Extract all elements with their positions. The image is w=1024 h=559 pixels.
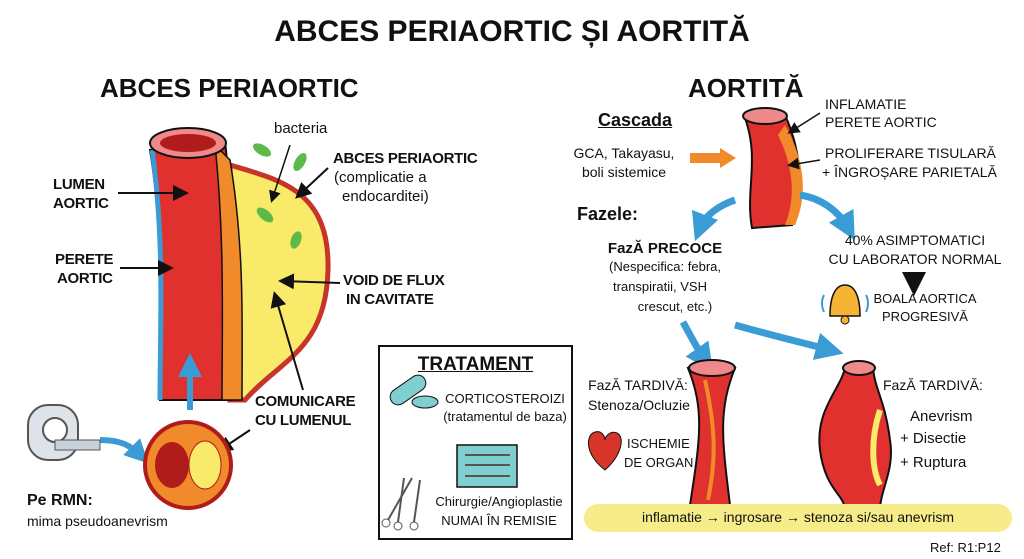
treatment-heading: TRATAMENT (417, 354, 534, 375)
heart-icon (587, 431, 622, 471)
left-heading: ABCES PERIAORTIC (100, 73, 359, 103)
bacteria-label: bacteria (274, 120, 328, 137)
inflamatie-label: INFLAMATIE (825, 96, 907, 112)
inflamatie-label-line2: PERETE AORTIC (825, 114, 937, 130)
void-label: VOID DE FLUX (343, 272, 445, 289)
faza-precoce-label: FazĂ PRECOCE (607, 240, 723, 257)
treatment-item-corticosteroids-note: (tratamentul de baza) (443, 409, 567, 424)
comunicare-label-line2: CU LUMENUL (255, 412, 352, 429)
faza-precoce-line2: (Nespecifica: febra, (609, 259, 721, 274)
summary-text: inflamatie → ingrosare → stenoza si/sau … (641, 509, 955, 525)
causes-label: GCA, Takayasu, (573, 145, 675, 161)
reference-label: Ref: R1:P12 (930, 540, 1001, 555)
faza-tardiva-stenoza-line2: Stenoza/Ocluzie (588, 397, 690, 413)
treatment-item-corticosteroids: CORTICOSTEROIZI (445, 391, 565, 406)
faza-tardiva-anevrism-line2: Anevrism (910, 408, 973, 425)
bell-icon (821, 284, 869, 325)
fazele-heading: Fazele: (577, 204, 639, 224)
page-title: ABCES PERIAORTIC ȘI AORTITĂ (274, 15, 750, 48)
summary-banner (584, 504, 1012, 532)
rmn-label: Pe RMN: (27, 492, 93, 509)
faza-tardiva-anevrism-line3: + Disectie (900, 430, 967, 447)
ischemie-label-line2: DE ORGAN (624, 455, 694, 470)
inflamed-aorta-illustration (679, 107, 926, 372)
pill-capsule-icon (389, 374, 439, 409)
cross-section-illustration (143, 420, 233, 510)
comunicare-label: COMUNICARE (255, 393, 356, 410)
perete-label-line2: AORTIC (57, 270, 113, 287)
treatment-box (378, 345, 573, 540)
aneurysm-aorta-illustration (818, 360, 892, 511)
abces-label-line3: endocarditei) (342, 188, 429, 205)
abces-label-line2: (complicatie a (334, 169, 427, 186)
faza-tardiva-stenoza-label: FazĂ TARDIVĂ: (588, 377, 688, 393)
proliferare-label: PROLIFERARE TISULARĂ (825, 145, 996, 161)
void-label-line2: IN CAVITATE (346, 291, 434, 308)
lumen-label: LUMEN (53, 176, 105, 193)
surgical-tray-icon (456, 444, 518, 488)
faza-tardiva-anevrism-label: FazĂ TARDIVĂ: (883, 377, 983, 393)
perete-label: PERETE (55, 251, 114, 268)
right-heading: AORTITĂ (688, 73, 804, 103)
cascada-heading: Cascada (598, 110, 673, 130)
boala-label-line2: PROGRESIVĂ (882, 309, 968, 324)
abces-label: ABCES PERIAORTIC (333, 150, 478, 167)
scissors-icon (381, 477, 421, 531)
faza-precoce-line4: crescut, etc.) (637, 299, 713, 314)
treatment-item-surgery: Chirurgie/Angioplastie (435, 494, 563, 509)
faza-tardiva-anevrism-line4: + Ruptura (900, 454, 967, 471)
proliferare-label-line2: + ÎNGROȘARE PARIETALĂ (822, 164, 997, 180)
lumen-label-line2: AORTIC (53, 195, 109, 212)
causes-label-line2: boli sistemice (581, 164, 667, 180)
periaortic-abscess-illustration (99, 127, 341, 464)
boala-label: BOALA AORTICA (873, 291, 977, 306)
faza-precoce-line3: transpiratii, VSH (613, 279, 707, 294)
stenosis-aorta-illustration (686, 359, 737, 506)
asimptomatici-label: 40% ASIMPTOMATICI (844, 232, 986, 248)
ischemie-label: ISCHEMIE (627, 436, 690, 451)
asimptomatici-label-line2: CU LABORATOR NORMAL (828, 251, 1002, 267)
treatment-item-surgery-note: NUMAI ÎN REMISIE (441, 513, 557, 528)
mri-scanner-icon (27, 404, 101, 461)
rmn-label-line2: mima pseudoanevrism (27, 513, 168, 529)
